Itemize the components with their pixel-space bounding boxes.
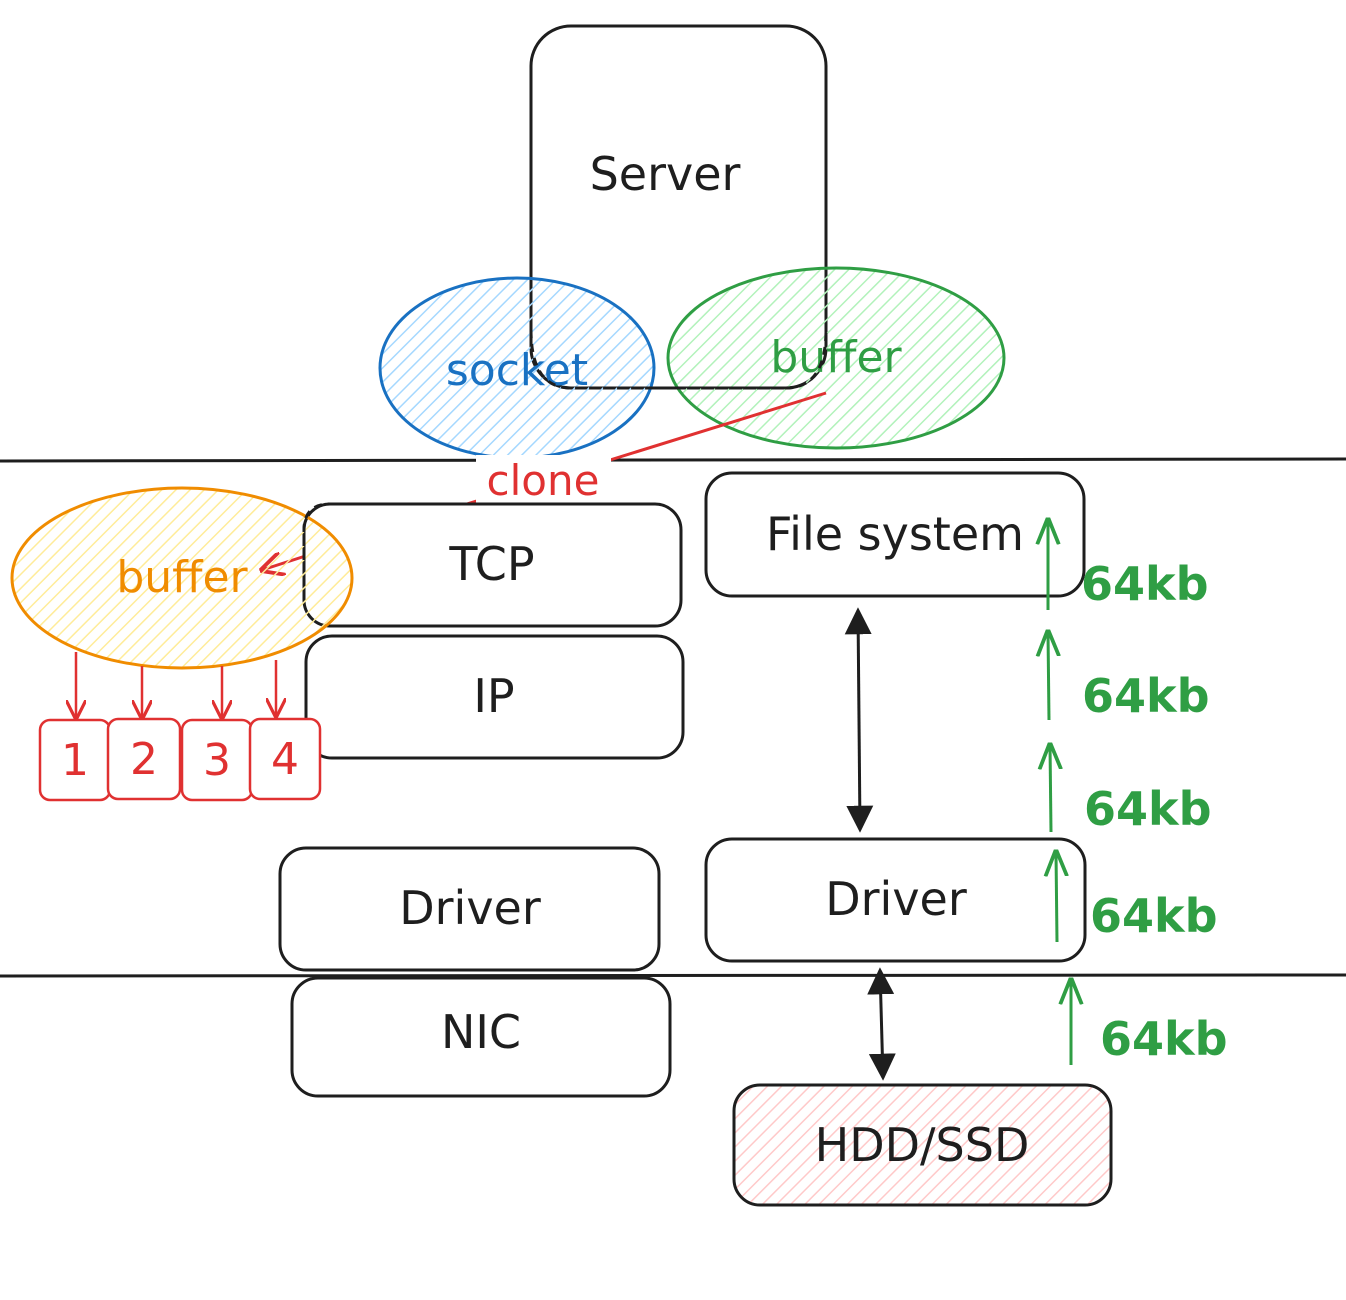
ip-label: IP [473,669,514,723]
chunk-label-1: 1 [61,735,89,786]
chunk-box-3: 3 [180,718,254,802]
tcp-label: TCP [448,537,534,591]
server-label: Server [590,147,741,201]
block-arrow-4 [1056,852,1057,943]
app-buffer-label: buffer [770,332,902,383]
tcp-box: TCP [302,502,683,628]
block-arrow-3 [1050,745,1051,833]
block-size-labels: 64kb 64kb 64kb 64kb 64kb [1081,557,1228,1066]
block-size-2: 64kb [1082,669,1210,723]
socket-ellipse: socket [378,276,656,460]
storage-driver-box: Driver [704,837,1087,963]
disk-box: HDD/SSD [732,1083,1113,1207]
block-size-3: 64kb [1084,782,1212,836]
chunk-box-4: 4 [248,717,322,801]
block-arrows [1048,520,1071,1065]
block-arrow-2 [1048,632,1049,721]
block-size-4: 64kb [1090,889,1218,943]
kernel-buffer-ellipse: buffer [10,486,354,670]
kernel-hardware-boundary [0,973,1346,978]
kernel-buffer-label: buffer [116,552,248,603]
app-buffer-ellipse: buffer [666,266,1006,450]
user-kernel-boundary [0,457,1346,463]
network-driver-box: Driver [278,846,661,972]
storage-driver-label: Driver [825,872,967,926]
chunk-box-2: 2 [106,717,182,801]
file-system-box: File system [704,471,1086,598]
nic-box: NIC [290,976,672,1098]
chunk-box-1: 1 [38,718,112,802]
chunk-label-4: 4 [271,734,299,785]
file-system-label: File system [766,507,1024,561]
clone-label: clone [487,456,600,505]
tcp-box-dashed-corner [302,502,331,560]
block-size-5: 64kb [1100,1012,1228,1066]
ip-box: IP [304,634,685,760]
network-driver-label: Driver [399,881,541,935]
chunk-arrows [76,652,276,718]
nic-label: NIC [441,1005,521,1059]
server-box-dashed-edge [529,329,828,390]
chunk-label-2: 2 [130,734,158,785]
block-size-1: 64kb [1081,557,1209,611]
chunk-label-3: 3 [203,735,231,786]
fs-driver-arrow [844,607,874,833]
disk-label: HDD/SSD [815,1118,1030,1172]
clone-label-bg [476,455,611,503]
driver-disk-arrow [867,967,896,1081]
